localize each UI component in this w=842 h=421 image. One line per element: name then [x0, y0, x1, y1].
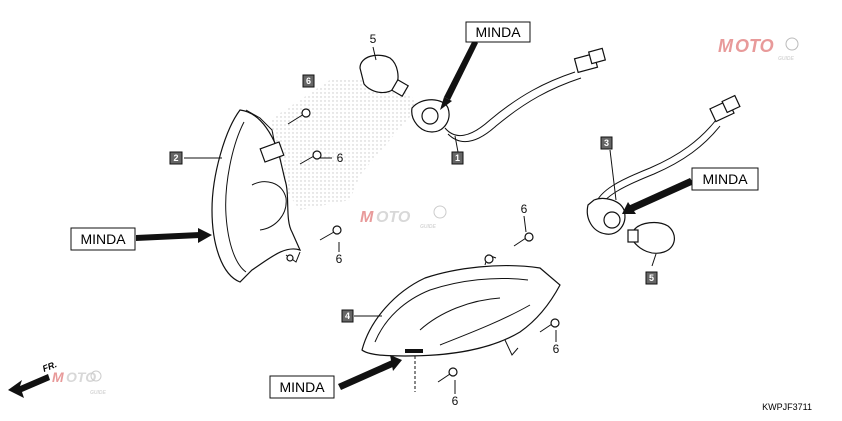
watermark-center: M OTO GUIDE — [360, 205, 447, 230]
brand-label-right: MINDA — [691, 167, 759, 191]
svg-text:OTO: OTO — [376, 209, 411, 226]
svg-text:MINDA: MINDA — [279, 379, 325, 395]
svg-text:MINDA: MINDA — [702, 171, 748, 187]
svg-text:M: M — [52, 369, 64, 385]
top-socket-assembly — [411, 47, 607, 142]
part-tag-6: 6 — [302, 74, 315, 88]
leader-line — [372, 46, 377, 61]
bolt-icon — [437, 367, 458, 383]
bolt-icon — [287, 108, 311, 125]
svg-text:MINDA: MINDA — [475, 24, 521, 40]
dotted-projection — [270, 80, 420, 210]
svg-text:5: 5 — [649, 273, 654, 283]
svg-text:6: 6 — [306, 76, 311, 86]
leader-line — [454, 135, 459, 153]
svg-text:GUIDE: GUIDE — [90, 390, 107, 396]
arrow-icon — [136, 232, 200, 241]
arrow-icon — [440, 97, 452, 110]
arrow-icon — [390, 355, 402, 371]
top-bulb — [359, 54, 410, 98]
svg-text:3: 3 — [604, 138, 609, 148]
svg-text:M: M — [360, 209, 374, 226]
svg-text:GUIDE: GUIDE — [420, 224, 437, 230]
watermark-bottom-left: M OTO GUIDE — [52, 369, 107, 396]
callout-number: 6 — [553, 342, 560, 356]
part-tag-3: 3 — [600, 136, 613, 150]
bolt-icon — [539, 318, 560, 333]
brand-label-top: MINDA — [465, 21, 531, 43]
part-tag-1: 1 — [451, 151, 464, 165]
arrow-icon — [444, 40, 478, 100]
callout-number: 6 — [452, 394, 459, 408]
diagram-code: KWPJF3711 — [762, 402, 812, 412]
callout-number: 6 — [336, 252, 343, 266]
front-arrow-icon — [8, 374, 50, 398]
svg-text:4: 4 — [345, 311, 350, 321]
headlight-unit — [361, 254, 561, 392]
svg-text:M: M — [718, 36, 734, 56]
svg-text:OTO: OTO — [66, 369, 96, 385]
bolt-icon — [299, 150, 322, 165]
bolt-icon — [513, 232, 534, 247]
bolt-icon — [319, 225, 342, 241]
svg-text:1: 1 — [455, 153, 460, 163]
leader-line — [651, 253, 657, 267]
leader-line — [609, 149, 617, 201]
front-direction-indicator: FR. — [8, 359, 58, 398]
right-bulb — [627, 221, 675, 254]
svg-text:OTO: OTO — [735, 36, 774, 56]
part-tag-4: 4 — [341, 309, 354, 323]
arrow-icon — [338, 360, 395, 390]
leader-line — [523, 215, 527, 233]
callout-number: 6 — [337, 151, 344, 165]
brand-label-left: MINDA — [70, 227, 136, 251]
part-tag-2: 2 — [169, 151, 183, 165]
callout-number: 5 — [370, 32, 377, 46]
watermark-top-right: M OTO GUIDE — [718, 36, 799, 62]
arrow-icon — [628, 178, 694, 212]
arrow-icon — [622, 202, 636, 214]
svg-text:MINDA: MINDA — [80, 231, 126, 247]
arrow-icon — [198, 228, 212, 243]
right-socket-assembly — [586, 94, 741, 235]
callout-number: 6 — [521, 202, 528, 216]
svg-text:GUIDE: GUIDE — [778, 56, 795, 62]
brand-label-bottom: MINDA — [269, 375, 335, 399]
svg-text:2: 2 — [173, 153, 178, 163]
rear-combination-housing — [211, 109, 302, 283]
part-tag-5: 5 — [645, 271, 658, 285]
